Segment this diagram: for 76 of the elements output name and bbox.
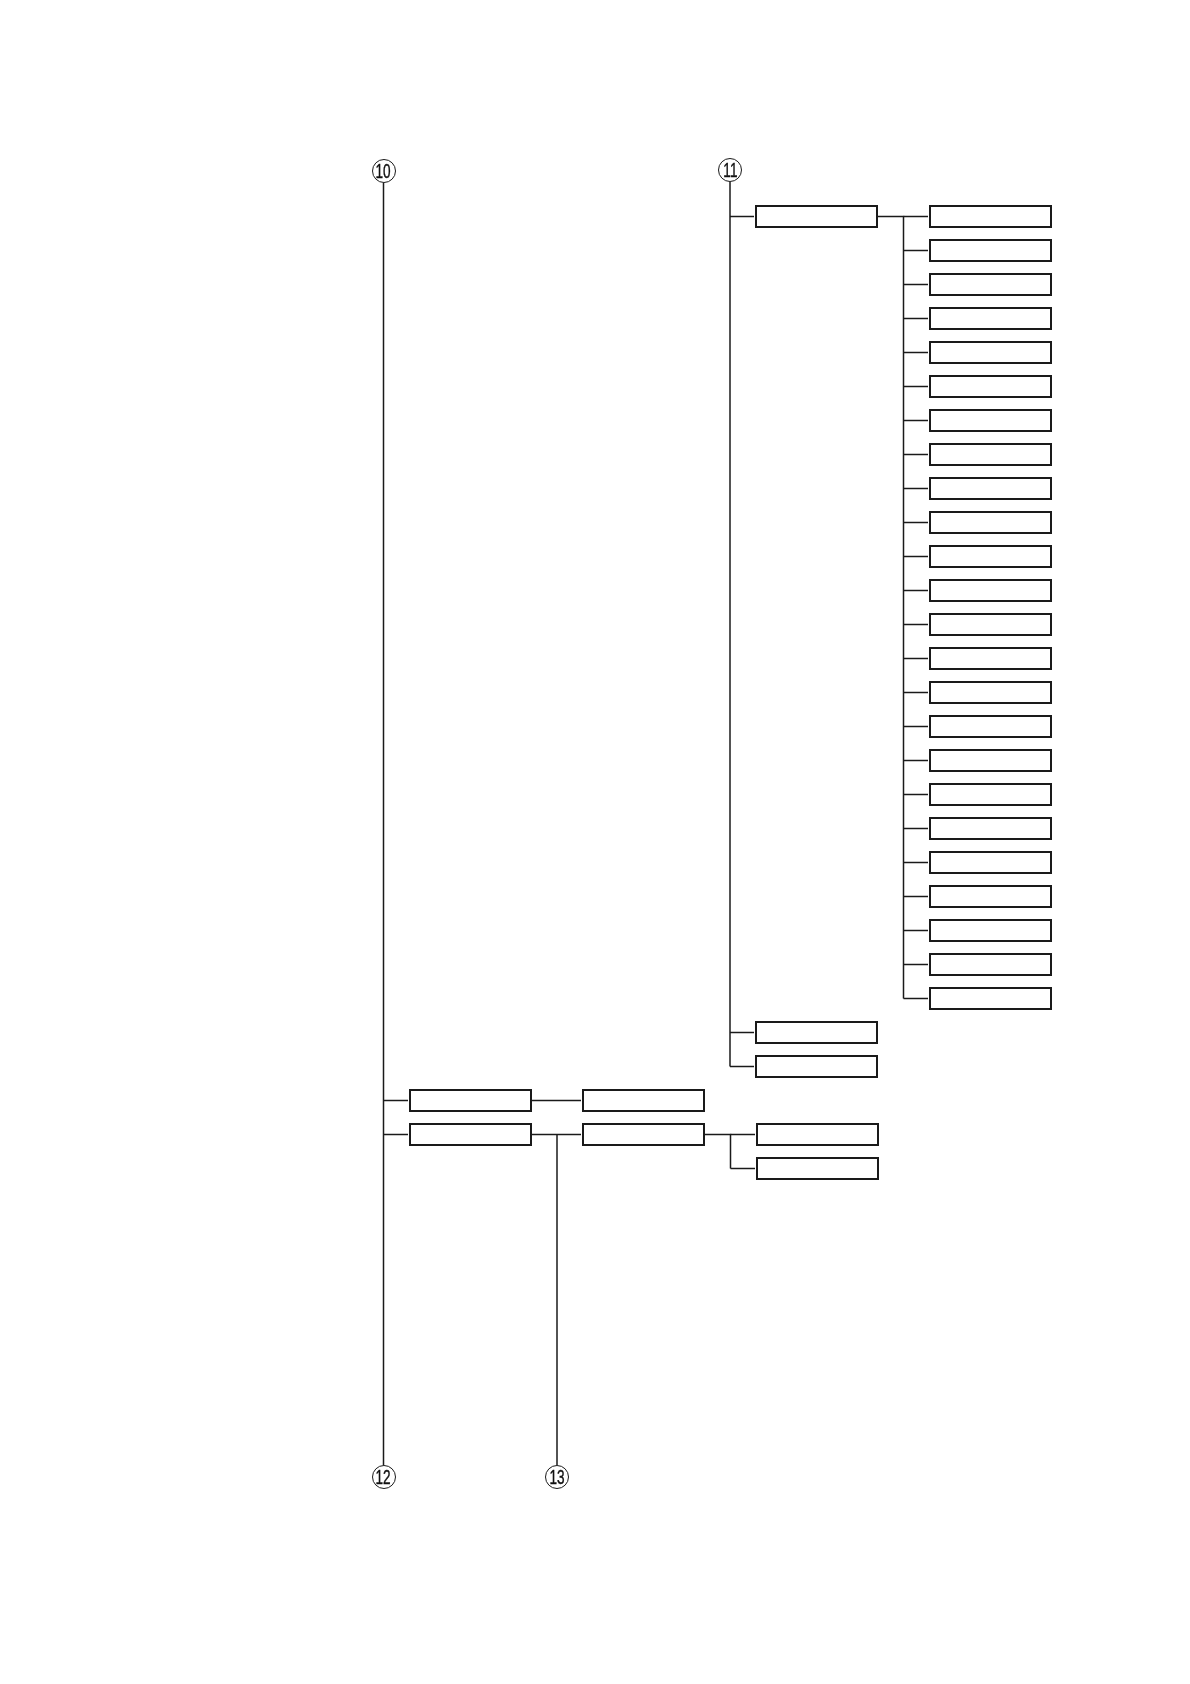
empty-box [409,1089,532,1112]
connector-line [902,555,929,558]
empty-box [582,1123,705,1146]
connector-line [382,1133,409,1136]
connector-line [877,215,905,1000]
connector-line [902,759,929,762]
connector-line [902,861,929,864]
connector-line [531,1133,558,1136]
empty-box [929,307,1052,330]
connector-line [902,827,929,830]
connector-line [729,1133,756,1136]
connector-line [902,215,929,218]
connector-line [902,725,929,728]
empty-box [929,545,1052,568]
empty-box [929,817,1052,840]
empty-box [929,375,1052,398]
empty-box [929,511,1052,534]
connector-line [902,317,929,320]
empty-box [929,715,1052,738]
connector-line [704,1133,732,1170]
connector-line [902,793,929,796]
connector-number: 11 [722,161,738,179]
empty-box [929,749,1052,772]
connector-line [902,657,929,660]
connector-line [902,997,929,1000]
connector-line [902,487,929,490]
connector-line [902,385,929,388]
connector-line [902,691,929,694]
connector-line [902,589,929,592]
empty-box [409,1123,532,1146]
empty-box [929,851,1052,874]
empty-box [756,1123,879,1146]
connector-line [729,215,755,218]
empty-box [755,1055,878,1078]
empty-box [929,885,1052,908]
empty-box [929,987,1052,1010]
empty-box [929,647,1052,670]
connector-line [902,419,929,422]
empty-box [756,1157,879,1180]
empty-box [929,953,1052,976]
empty-box [582,1089,705,1112]
empty-box [929,477,1052,500]
empty-box [929,443,1052,466]
connector-line [556,1133,582,1136]
connector-line [902,283,929,286]
empty-box [755,1021,878,1044]
empty-box [929,273,1052,296]
empty-box [929,579,1052,602]
empty-box [929,205,1052,228]
connector-number: 13 [549,1468,565,1486]
connector-line [729,1167,756,1170]
connector-line [902,895,929,898]
empty-box [755,205,878,228]
connector-number: 12 [375,1468,392,1486]
connector-line [902,453,929,456]
empty-box [929,613,1052,636]
connector-line [902,249,929,252]
connector-line [902,521,929,524]
connector-line [902,963,929,966]
connector-line [902,623,929,626]
empty-box [929,341,1052,364]
empty-box [929,681,1052,704]
connector-line [729,1031,755,1034]
connector-line [729,181,731,1068]
connector-line [382,1099,409,1102]
empty-box [929,783,1052,806]
empty-box [929,239,1052,262]
connector-line [902,929,929,932]
empty-box [929,409,1052,432]
connector-line [729,1065,755,1068]
connector-line [902,351,929,354]
connector-line [382,182,385,1466]
connector-line [531,1099,582,1102]
empty-box [929,919,1052,942]
connector-line [556,1133,558,1466]
connector-number: 10 [375,162,392,180]
